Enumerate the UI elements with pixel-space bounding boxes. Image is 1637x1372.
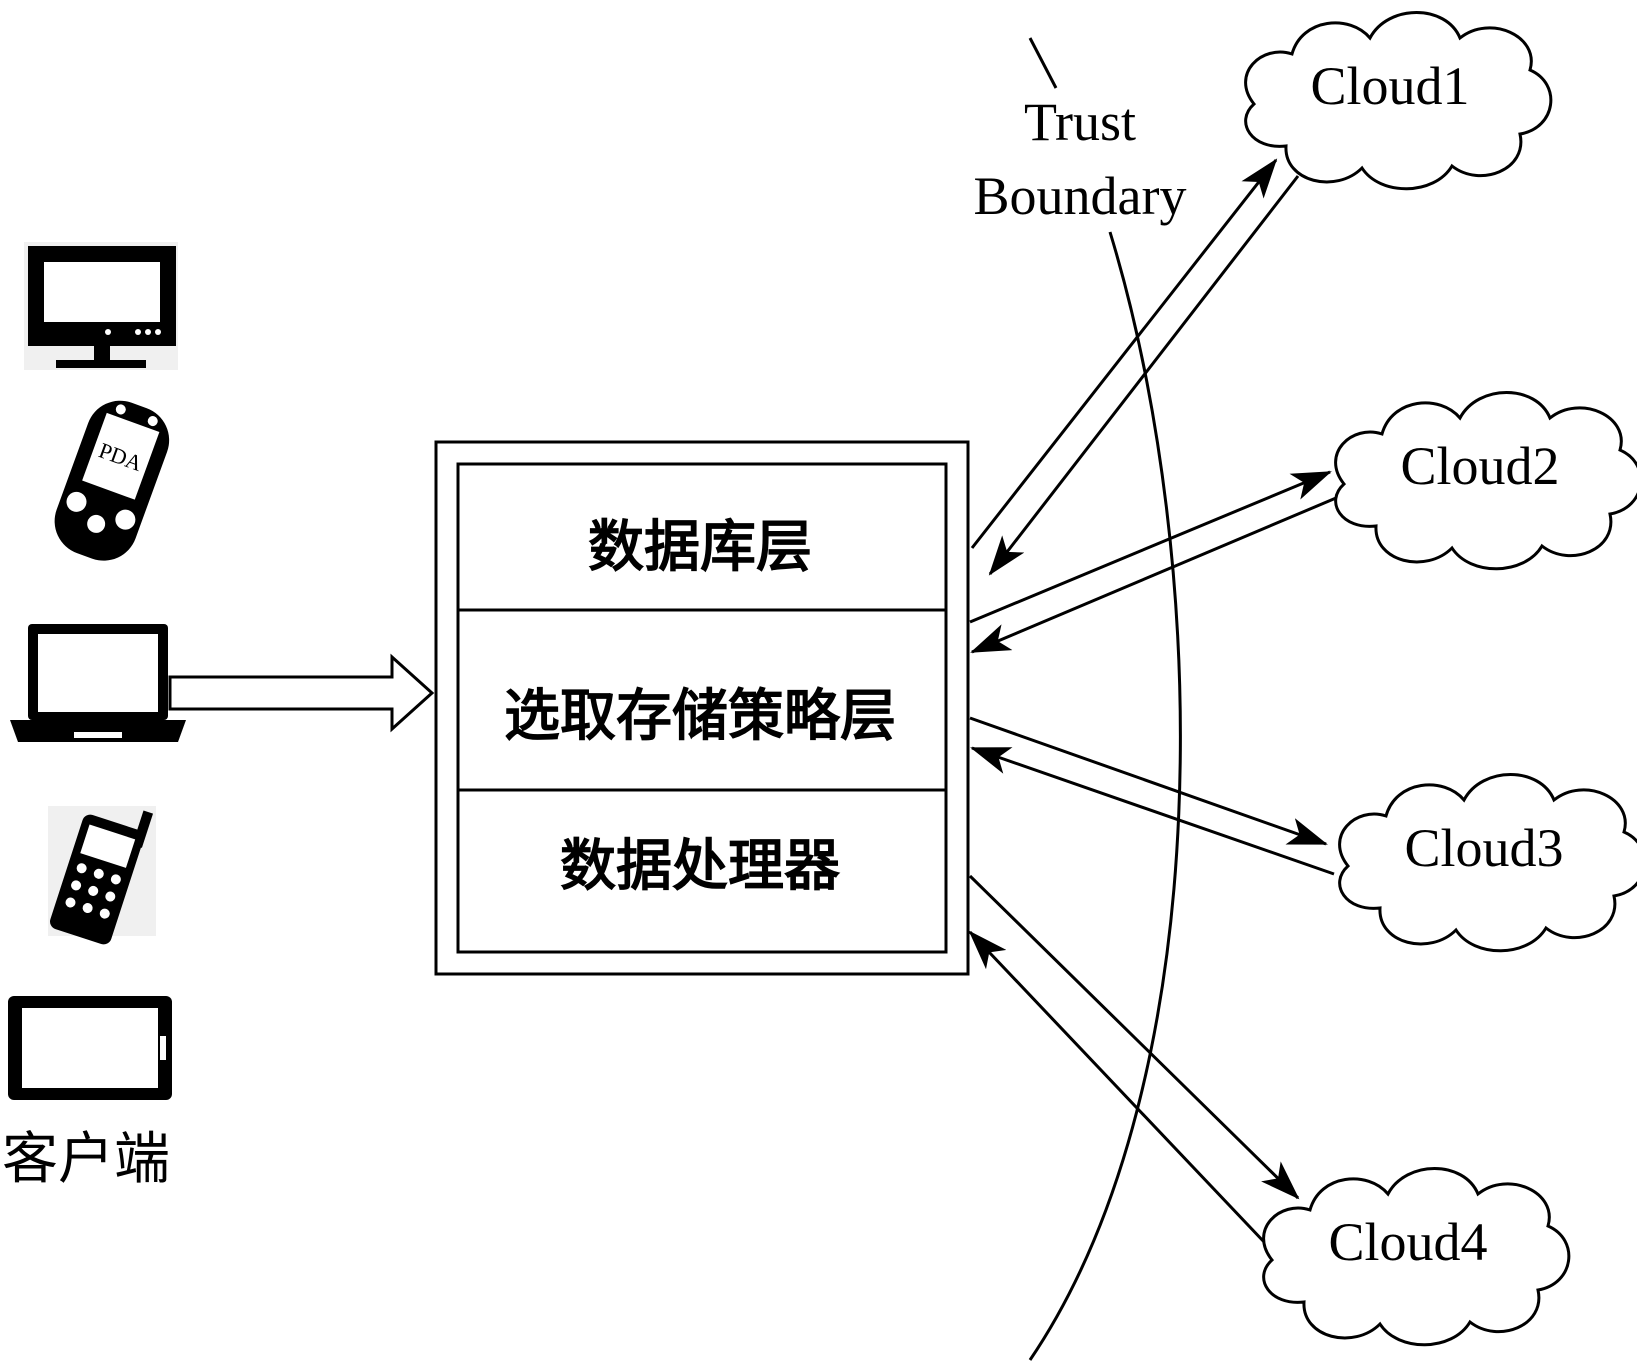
arrow-from-cloud1 <box>988 175 1300 576</box>
cloud2: Cloud2 <box>1334 391 1637 571</box>
cloud4-shape <box>1262 1167 1571 1347</box>
cloud4-label: Cloud4 <box>1328 1212 1487 1272</box>
trust-boundary-pointer <box>1028 37 1058 89</box>
cloud1-label: Cloud1 <box>1310 56 1469 116</box>
tablet-icon <box>8 996 172 1100</box>
data-processor-label: 数据处理器 <box>560 836 841 898</box>
arrow-to-cloud4 <box>968 874 1300 1200</box>
server-box: 数据库层 选取存储策略层 数据处理器 <box>434 440 970 976</box>
arrow-to-cloud2 <box>969 470 1332 624</box>
mobile-phone-icon <box>48 806 156 945</box>
trust-boundary-label-line1: Trust <box>1024 92 1136 152</box>
client-devices: PDA <box>2 242 186 1191</box>
trust-boundary-label-line2: Boundary <box>974 166 1187 226</box>
cloud-arrows <box>968 158 1337 1246</box>
cloud2-label: Cloud2 <box>1400 436 1559 496</box>
arrow-from-cloud4 <box>968 930 1268 1246</box>
arrow-from-cloud2 <box>970 496 1337 654</box>
client-to-server-arrow <box>168 653 435 733</box>
cloud4: Cloud4 <box>1262 1167 1571 1347</box>
arrow-from-cloud3 <box>970 746 1335 876</box>
arrow-to-cloud3 <box>969 716 1328 846</box>
cloud1-shape <box>1244 11 1553 191</box>
desktop-monitor-icon <box>24 242 178 370</box>
pda-icon: PDA <box>54 400 170 561</box>
client-label: 客户端 <box>2 1129 170 1191</box>
cloud3-shape <box>1338 773 1637 953</box>
cloud2-shape <box>1334 391 1637 571</box>
cloud3-label: Cloud3 <box>1404 818 1563 878</box>
cloud3: Cloud3 <box>1338 773 1637 953</box>
storage-strategy-layer-label: 选取存储策略层 <box>504 686 896 748</box>
arrow-to-cloud1 <box>970 158 1278 549</box>
trust-boundary-curve <box>1028 231 1182 1361</box>
laptop-icon <box>10 624 186 742</box>
database-layer-label: 数据库层 <box>588 517 812 579</box>
cloud1: Cloud1 <box>1244 11 1553 191</box>
